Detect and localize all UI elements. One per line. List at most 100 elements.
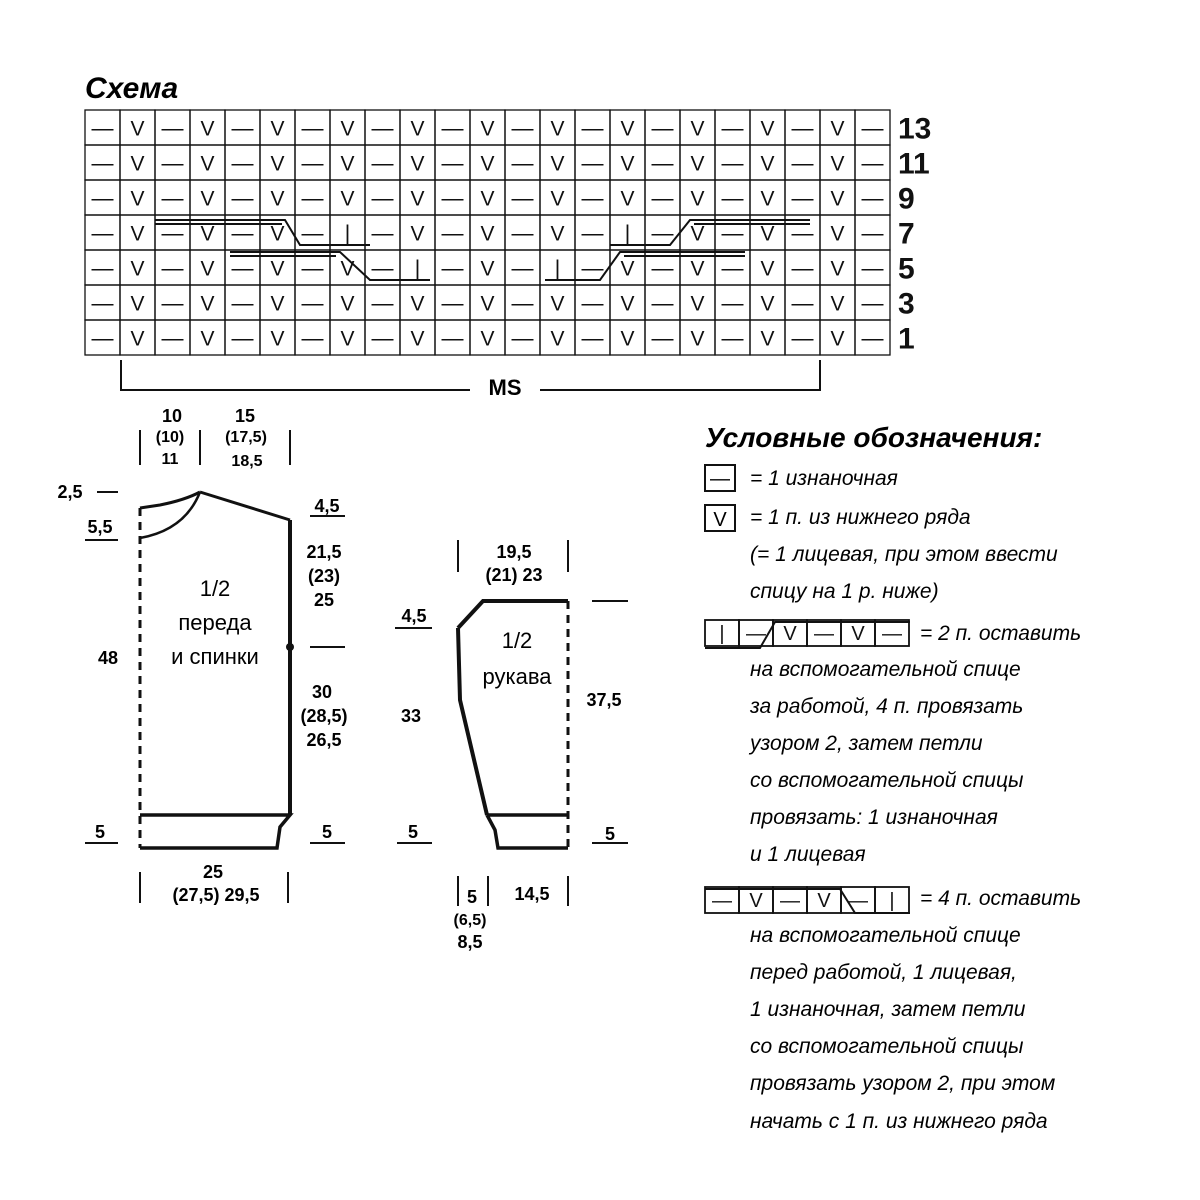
chart-stitch-symbol: — [372,116,394,141]
chart-stitch-symbol: — [92,326,114,351]
chart-stitch-symbol: V [130,293,144,316]
legend-symbol-glyph: — [814,623,834,645]
legend-symbol-glyph: | [889,890,894,912]
chart-stitch-symbol: — [372,326,394,351]
chart-stitch-symbol: — [652,151,674,176]
chart-stitch-symbol: V [130,153,144,176]
chart-stitch-symbol: V [550,153,564,176]
sleeve-right-height: 37,5 [586,690,621,710]
chart-title: Схема [85,72,178,105]
chart-stitch-symbol: — [372,291,394,316]
chart-stitch-symbol: V [340,153,354,176]
chart-stitch-symbol: V [830,293,844,316]
chart-stitch-symbol: V [550,188,564,211]
chart-stitch-symbol: — [162,116,184,141]
chart-stitch-symbol: V [130,223,144,246]
body-dimension-lines [85,430,345,903]
chart-stitch-symbol: V [200,258,214,281]
chart-stitch-symbol: V [830,328,844,351]
sleeve-labels: 19,5 (21) 23 4,5 33 5 37,5 5 5 (6,5) 8,5… [401,542,622,952]
chart-stitch-symbol: V [480,153,494,176]
body-armhole-1: 21,5 [306,542,341,562]
chart-stitch-symbol: V [200,328,214,351]
chart-stitch-symbol: V [830,153,844,176]
body-label-2: переда [178,610,252,635]
legend-slip-line-3: спицу на 1 р. ниже) [750,580,939,603]
chart-stitch-symbol: V [410,223,424,246]
legend-item-slip: V = 1 п. из нижнего ряда (= 1 лицевая, п… [704,504,1058,603]
chart-stitch-symbol: — [92,256,114,281]
chart-stitch-symbol: — [372,256,394,281]
sleeve-piece-outline [456,599,570,850]
legend-cable-left-line-3: перед работой, 1 лицевая, [750,961,1017,984]
chart-stitch-symbol: V [130,118,144,141]
chart-stitch-symbol: | [555,256,561,281]
chart-stitch-symbol: V [550,328,564,351]
legend-cable-right-line-3: за работой, 4 п. провязать [749,695,1023,718]
chart-stitch-symbol: — [722,291,744,316]
chart-stitch-symbol: V [760,153,774,176]
chart-stitch-symbol: — [372,221,394,246]
chart-stitch-symbol: V [620,153,634,176]
sleeve-top-width-2: (21) 23 [485,565,542,585]
row-number: 9 [898,183,915,216]
body-neck-width-2: (10) [156,429,184,446]
chart-stitch-symbol: — [442,151,464,176]
chart-stitch-symbol: — [442,326,464,351]
body-side-2: (28,5) [300,706,347,726]
chart-stitch-symbol: V [760,188,774,211]
chart-stitch-symbol: — [582,291,604,316]
chart-stitch-symbol: — [302,291,324,316]
chart-stitch-symbol: V [270,258,284,281]
chart-stitch-symbol: V [690,118,704,141]
legend-cable-right-line-4: узором 2, затем петли [748,732,983,755]
chart-stitch-symbol: V [550,118,564,141]
body-armhole-3: 25 [314,590,334,610]
body-bottom-width-1: 25 [203,862,223,882]
legend-symbol-glyph: V [783,623,797,645]
chart-stitch-symbol: V [690,223,704,246]
legend-cable-left-line-4: 1 изнаночная, затем петли [750,998,1026,1021]
chart-stitch-symbol: V [340,328,354,351]
legend-symbol-glyph: V [749,890,763,912]
chart-stitch-symbol: — [232,221,254,246]
chart-stitch-symbol: V [410,293,424,316]
chart-stitch-symbol: | [625,221,631,246]
chart-stitch-symbol: V [690,328,704,351]
chart-stitch-symbol: V [480,223,494,246]
legend-item-cable-left: —V—V—| = 4 п. оставить на вспомогательно… [704,886,1081,1133]
sleeve-bottom-left-2: (6,5) [454,912,487,929]
chart-stitch-symbol: V [340,258,354,281]
legend-cable-right-line-7: и 1 лицевая [750,843,866,866]
body-piece-label: 1/2 переда и спинки [171,576,259,669]
repeat-bracket [120,360,821,391]
body-labels: 10 (10) 11 15 (17,5) 18,5 2,5 5,5 48 5 4… [57,406,347,905]
chart-stitch-symbol: | [415,256,421,281]
chart-stitch-symbol: — [232,256,254,281]
legend-symbol-glyph: — [848,890,868,912]
chart-stitch-symbol: — [512,256,534,281]
chart-stitch-symbol: V [620,258,634,281]
legend-cable-right-symbols: |—V—V— [704,619,910,649]
chart-stitch-symbol: V [760,258,774,281]
chart-stitch-symbol: — [372,151,394,176]
chart-stitch-symbol: — [302,256,324,281]
stitch-chart-grid: — V — V — V — V — V — V — V — V — V — V — V — — V — V — V — V — V — V — V — V —… [84,109,891,356]
chart-stitch-symbol: — [232,291,254,316]
chart-stitch-symbol: — [652,326,674,351]
chart-stitch-symbol: V [480,118,494,141]
body-armhole-2: (23) [308,566,340,586]
chart-stitch-symbol: — [582,116,604,141]
chart-stitch-symbol: V [760,223,774,246]
chart-stitch-symbol: — [512,221,534,246]
chart-stitch-symbol: — [512,291,534,316]
chart-stitch-symbol: — [862,151,884,176]
chart-stitch-symbol: V [690,293,704,316]
chart-stitch-symbol: V [270,328,284,351]
sleeve-piece-label: 1/2 рукава [482,628,552,689]
legend-cable-left-symbols: —V—V—| [704,886,910,914]
cable-line [610,219,810,246]
legend-title: Условные обозначения: [705,422,1042,453]
chart-stitch-symbol: V [760,293,774,316]
legend-symbol-cell [874,619,910,647]
